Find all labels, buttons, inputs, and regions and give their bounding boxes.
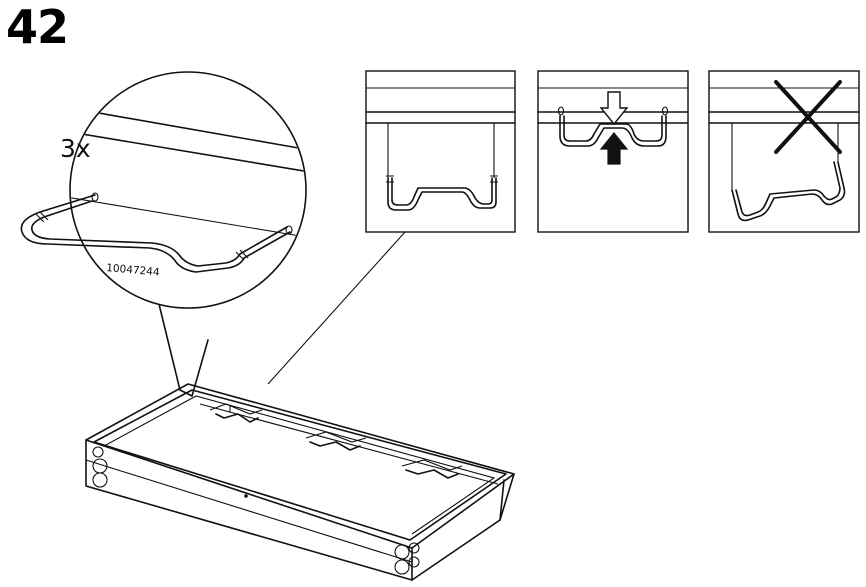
installed-rail-1 bbox=[209, 403, 263, 423]
corner-fitting-left bbox=[92, 446, 108, 488]
drawer-box bbox=[85, 383, 515, 581]
installed-rail-2 bbox=[305, 431, 367, 451]
panel-wrong bbox=[708, 70, 860, 233]
part-number-label: 10047244 bbox=[106, 262, 161, 279]
hanger-rail-icon bbox=[20, 192, 293, 273]
detail-circle bbox=[20, 71, 307, 309]
push-arrow-icon bbox=[599, 91, 629, 165]
panel-position bbox=[365, 70, 516, 233]
panel-insert bbox=[537, 70, 689, 233]
corner-fitting-right bbox=[394, 542, 420, 575]
cross-icon bbox=[774, 80, 842, 154]
quantity-label: 3x bbox=[60, 134, 91, 163]
detail-callout-pointer bbox=[157, 299, 209, 397]
installed-rail-3 bbox=[401, 459, 463, 479]
hanger-rail-position-icon bbox=[386, 175, 498, 211]
panel-callout-line bbox=[267, 231, 406, 385]
step-number: 42 bbox=[6, 0, 69, 54]
